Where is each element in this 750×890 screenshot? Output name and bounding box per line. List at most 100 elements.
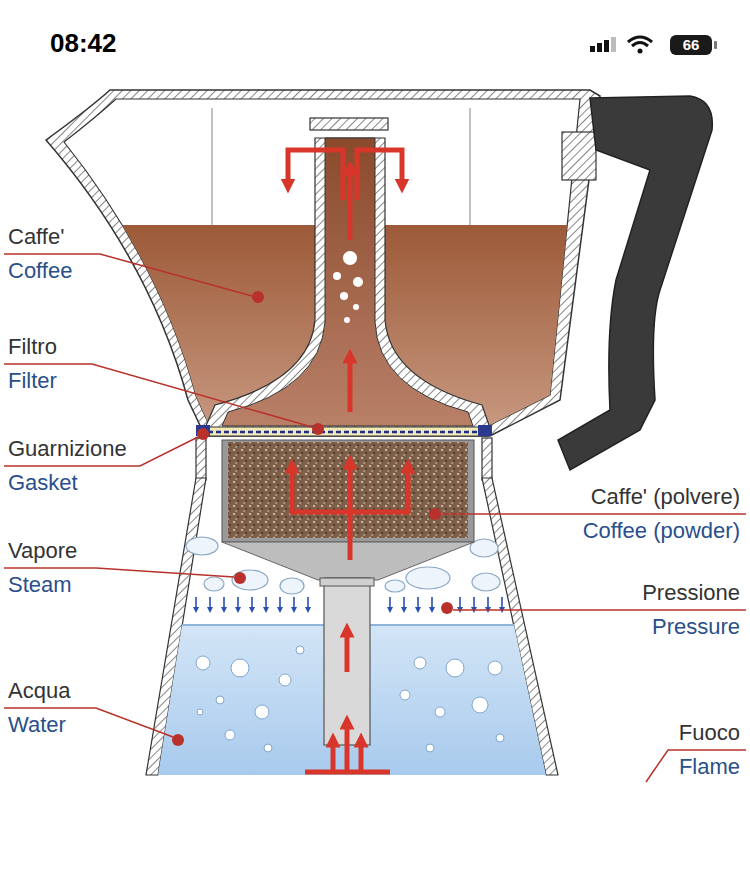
lower-boiler [146, 438, 558, 775]
battery-level: 66 [670, 35, 712, 55]
part-label: Filtro [8, 334, 57, 360]
part-label: Coffee (powder) [583, 518, 740, 544]
leader-lines-part [4, 364, 312, 427]
part-label: Filter [8, 368, 57, 394]
leader-dots [172, 291, 453, 746]
flow-arrows-part [348, 356, 353, 412]
leader-dots-part [441, 602, 453, 614]
lower-boiler-part [196, 438, 206, 480]
lower-boiler-part-part [197, 709, 203, 715]
lower-boiler-part-part [406, 567, 450, 589]
gasket-filter-part [478, 425, 492, 436]
part-label: Coffee [8, 258, 72, 284]
lower-boiler-part-part [435, 707, 445, 717]
leader-dots-part [172, 734, 184, 746]
lower-boiler-part-part [472, 697, 488, 713]
part-label: Gasket [8, 470, 78, 496]
gasket-filter-part [200, 427, 488, 436]
leader-dots-part [234, 572, 246, 584]
lower-boiler-part [324, 578, 370, 745]
lower-boiler-part-part [255, 705, 269, 719]
upper-chamber [40, 90, 600, 436]
central-column-part [353, 304, 359, 310]
lower-boiler-part-part [204, 577, 224, 591]
status-icons-part [632, 43, 648, 47]
status-icons [590, 35, 717, 55]
leader-lines-part [4, 254, 252, 296]
part-label: Water [8, 712, 66, 738]
lower-boiler-part [186, 537, 500, 594]
lower-boiler-part-part [186, 537, 218, 555]
part-label: Guarnizione [8, 436, 127, 462]
lower-boiler-part-part [279, 674, 291, 686]
status-icons-part [714, 41, 717, 49]
gasket-filter-part [208, 431, 480, 434]
lower-boiler-part-part [496, 734, 504, 742]
leader-dots-part [252, 291, 264, 303]
lower-boiler-part-part [446, 659, 464, 677]
lower-boiler-part-part [216, 696, 224, 704]
part-label: Fuoco [679, 720, 740, 746]
lower-boiler-part-part [196, 656, 210, 670]
part-label: Steam [8, 572, 72, 598]
lower-boiler-part-part [472, 573, 500, 591]
status-icons-part [611, 37, 616, 52]
upper-chamber-part [469, 108, 470, 225]
leader-dots-part [197, 428, 209, 440]
pressure-arrows-part [196, 597, 502, 608]
lower-boiler-part-part [296, 646, 304, 654]
flow-arrows-part [331, 740, 336, 772]
flow-arrows-part [348, 168, 353, 240]
central-column [205, 118, 490, 428]
part-label: Pressione [642, 580, 740, 606]
upper-chamber-part [211, 108, 212, 225]
lower-boiler-part [320, 578, 374, 586]
part-label: Acqua [8, 678, 70, 704]
lower-boiler-part-part [426, 744, 434, 752]
central-column-part [344, 317, 350, 323]
part-label: Caffe' [8, 224, 64, 250]
lower-boiler-part-part [231, 659, 249, 677]
flow-arrows-part [345, 630, 350, 672]
central-column-part [222, 138, 473, 426]
status-icons-part [597, 43, 602, 52]
flow-arrows-part [292, 466, 350, 512]
lower-boiler-part-part [232, 570, 268, 590]
lower-boiler-part-part [225, 730, 235, 740]
central-column-part [353, 277, 363, 287]
central-column-part [333, 272, 341, 280]
handle-part [562, 132, 596, 180]
flow-arrows-part [357, 150, 402, 200]
leader-lines-part [453, 609, 746, 611]
handle [558, 96, 712, 470]
part-label: Caffe' (polvere) [591, 484, 740, 510]
central-column-part [343, 251, 357, 265]
flow-arrows-part [345, 722, 350, 772]
leader-lines [4, 254, 746, 782]
status-icons-part [590, 46, 595, 52]
part-label: Pressure [652, 614, 740, 640]
central-column-part [205, 138, 490, 428]
lower-boiler-part [482, 438, 492, 480]
flow-arrows-part [288, 150, 343, 200]
leader-dots-part [312, 423, 324, 435]
status-time: 08:42 [50, 28, 117, 59]
flow-arrows [288, 150, 408, 772]
flow-arrows-part [350, 466, 408, 512]
lower-boiler-part-part [414, 657, 426, 669]
lower-boiler-part-part [488, 661, 502, 675]
status-icons-part [670, 35, 712, 55]
status-icons-part [638, 49, 643, 54]
part-label: Flame [679, 754, 740, 780]
leader-lines-part [441, 513, 746, 515]
central-column-part [340, 292, 348, 300]
leader-lines-part [646, 750, 746, 782]
part-label: Vapore [8, 538, 77, 564]
leader-lines-part [4, 437, 198, 466]
flow-arrows-part [359, 740, 364, 772]
leader-dots-part [429, 508, 441, 520]
status-icons-part [604, 40, 609, 52]
lower-boiler-part-part [385, 580, 405, 592]
